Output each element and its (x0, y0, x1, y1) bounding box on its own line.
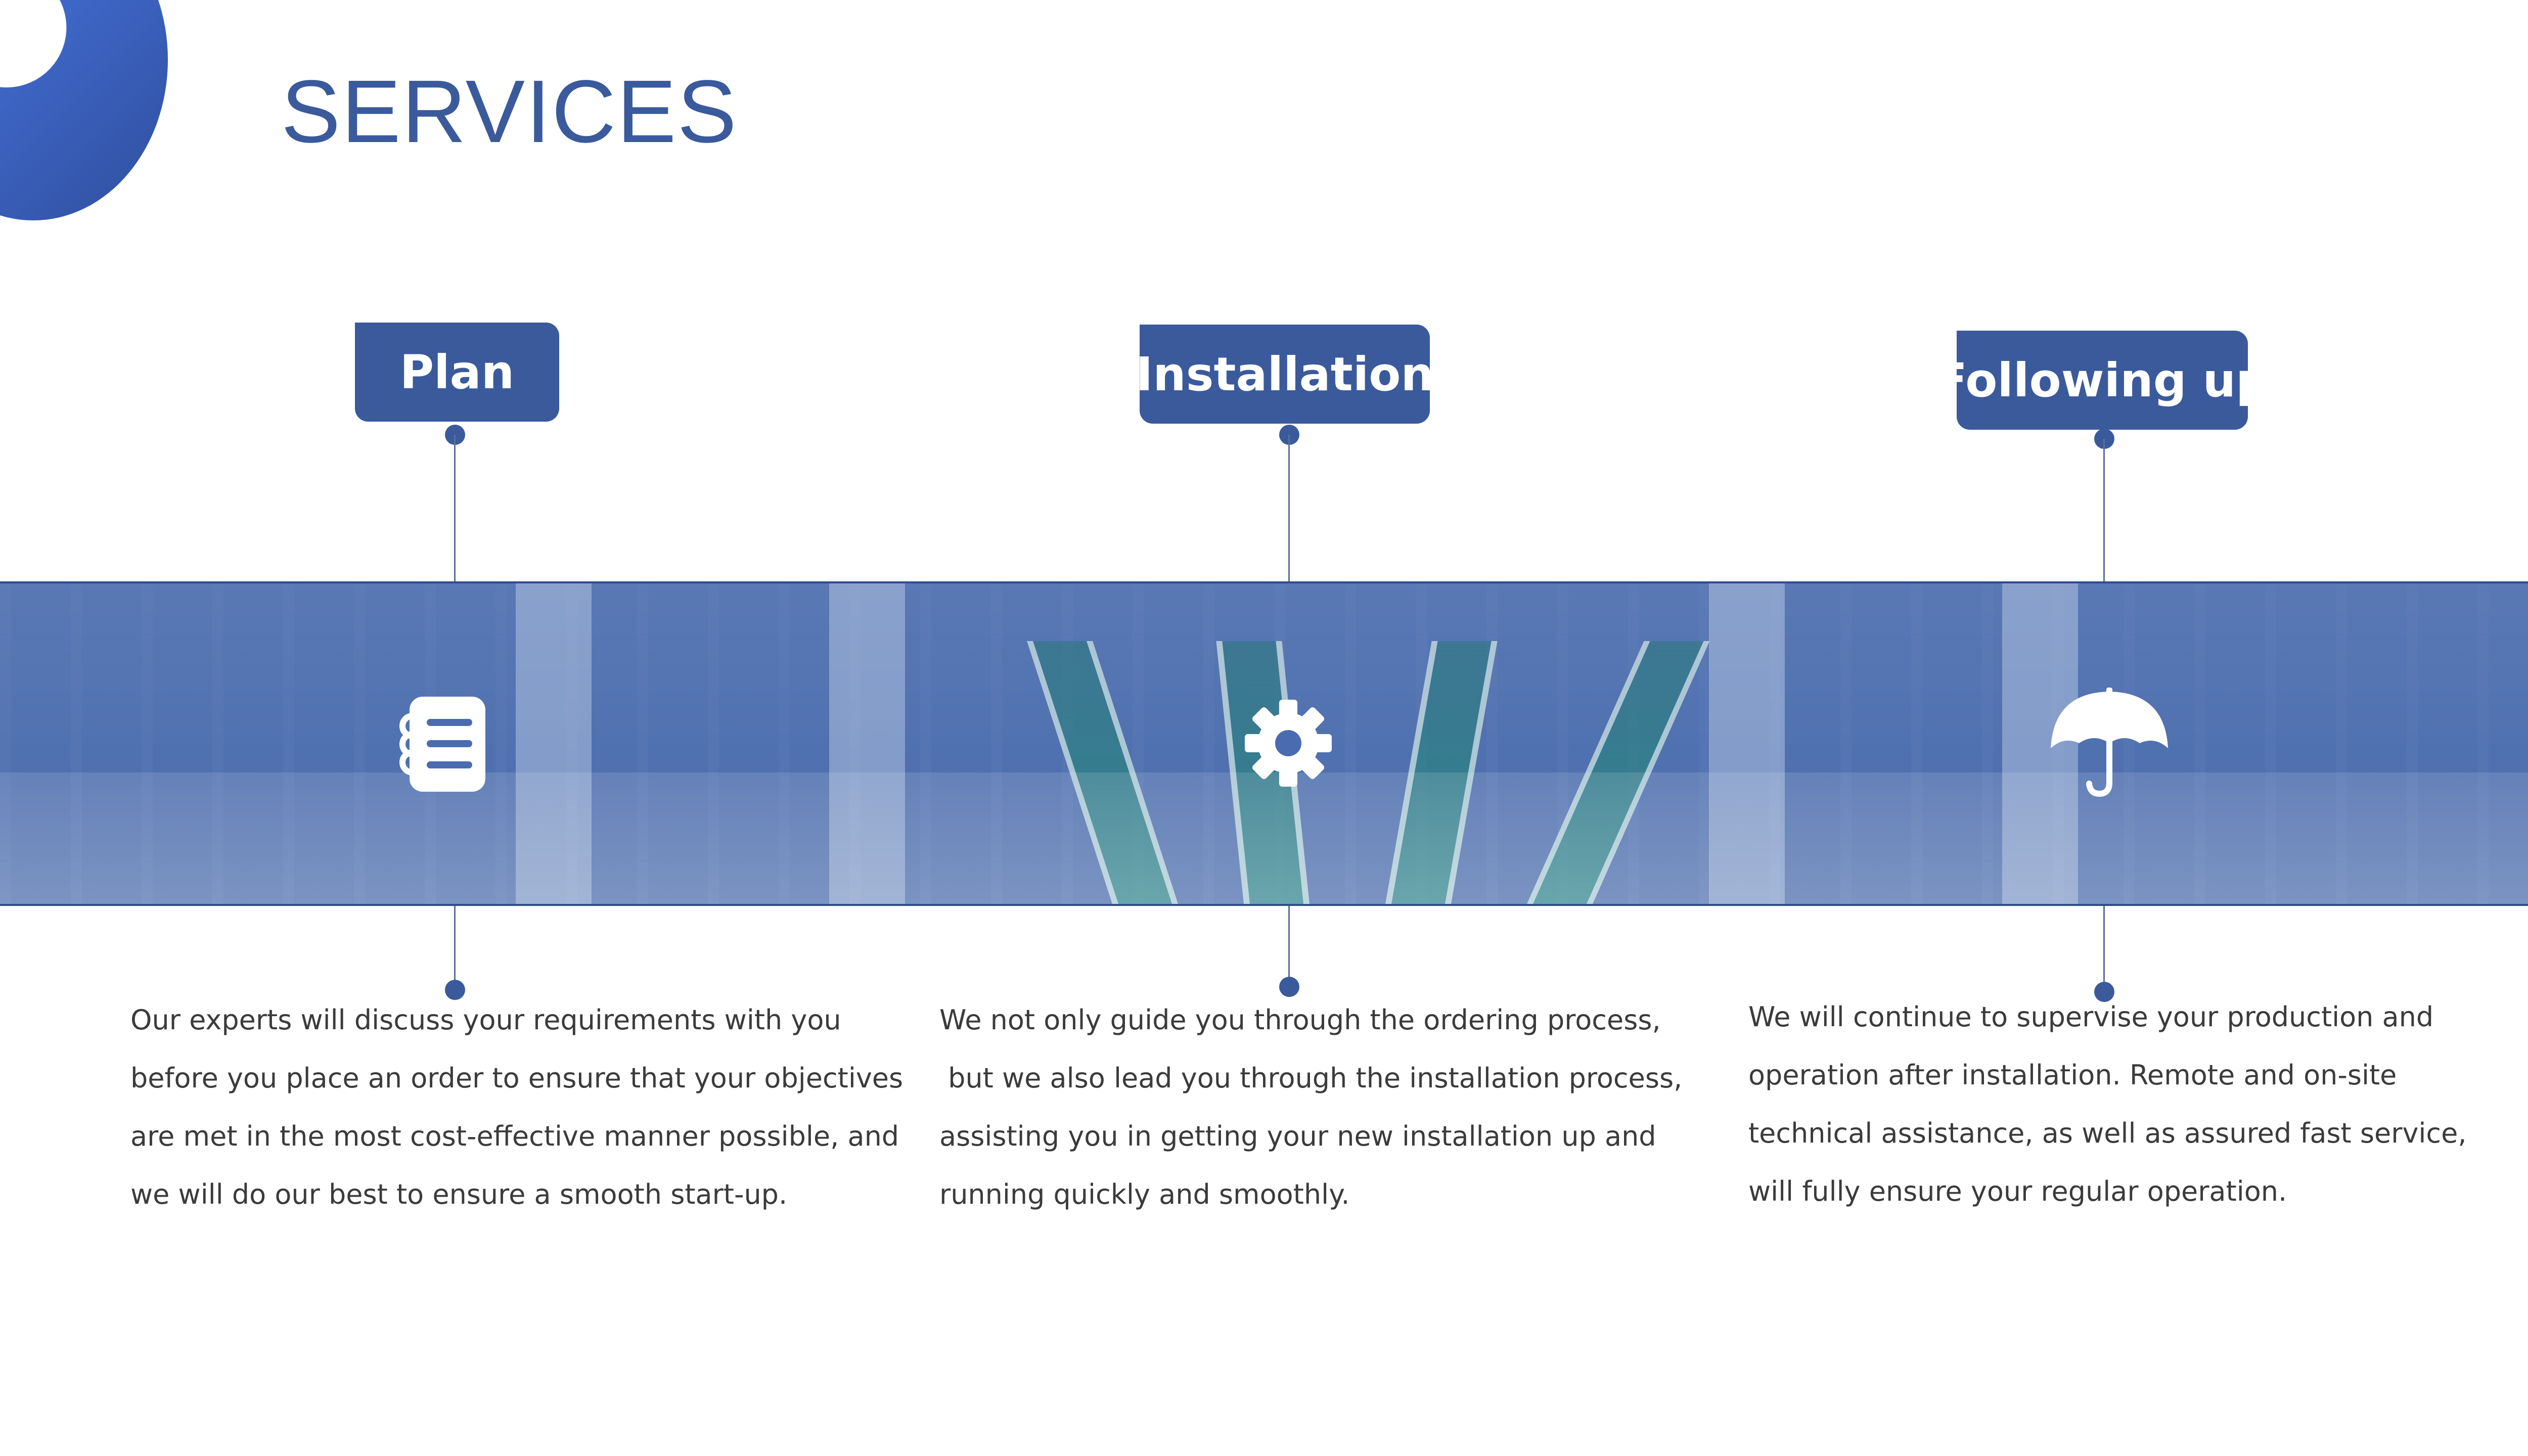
page-title: SERVICES (281, 62, 738, 161)
description-line: We will continue to supervise your produ… (1748, 1001, 2434, 1033)
connector-line (2103, 439, 2105, 581)
connector-dot (445, 980, 465, 1000)
connector-line (1288, 906, 1290, 985)
description-line: will fully ensure your regular operation… (1748, 1175, 2287, 1207)
description-line: running quickly and smoothly. (939, 1178, 1350, 1210)
gear-icon (1245, 700, 1332, 787)
description-installation: We not only guide you through the orderi… (939, 991, 1708, 1223)
description-line: we will do our best to ensure a smooth s… (130, 1178, 788, 1210)
tag-following-up: Following up (1935, 331, 2269, 430)
connector-line (454, 435, 456, 581)
factory-image-band (0, 581, 2528, 906)
description-line: We not only guide you through the orderi… (939, 1004, 1661, 1036)
connector-line (454, 906, 456, 987)
connector-line (1288, 435, 1290, 581)
description-line: operation after installation. Remote and… (1748, 1059, 2397, 1091)
connector-dot (2094, 982, 2114, 1002)
description-line: Our experts will discuss your requiremen… (130, 1004, 841, 1036)
description-line: technical assistance, as well as assured… (1748, 1117, 2467, 1149)
tag-plan: Plan (355, 323, 559, 422)
corner-decoration-ring (0, 0, 168, 220)
connector-dot (1279, 977, 1299, 997)
description-line: but we also lead you through the install… (939, 1062, 1683, 1094)
umbrella-icon (2051, 688, 2168, 797)
description-following-up: We will continue to supervise your produ… (1748, 988, 2517, 1220)
notebook-icon (399, 697, 485, 792)
tag-installation: Installation (1136, 325, 1434, 424)
description-line: before you place an order to ensure that… (130, 1062, 904, 1094)
description-line: assisting you in getting your new instal… (939, 1120, 1656, 1152)
description-line: are met in the most cost-effective manne… (130, 1120, 899, 1152)
description-plan: Our experts will discuss your requiremen… (130, 991, 904, 1223)
connector-line (2103, 906, 2105, 989)
